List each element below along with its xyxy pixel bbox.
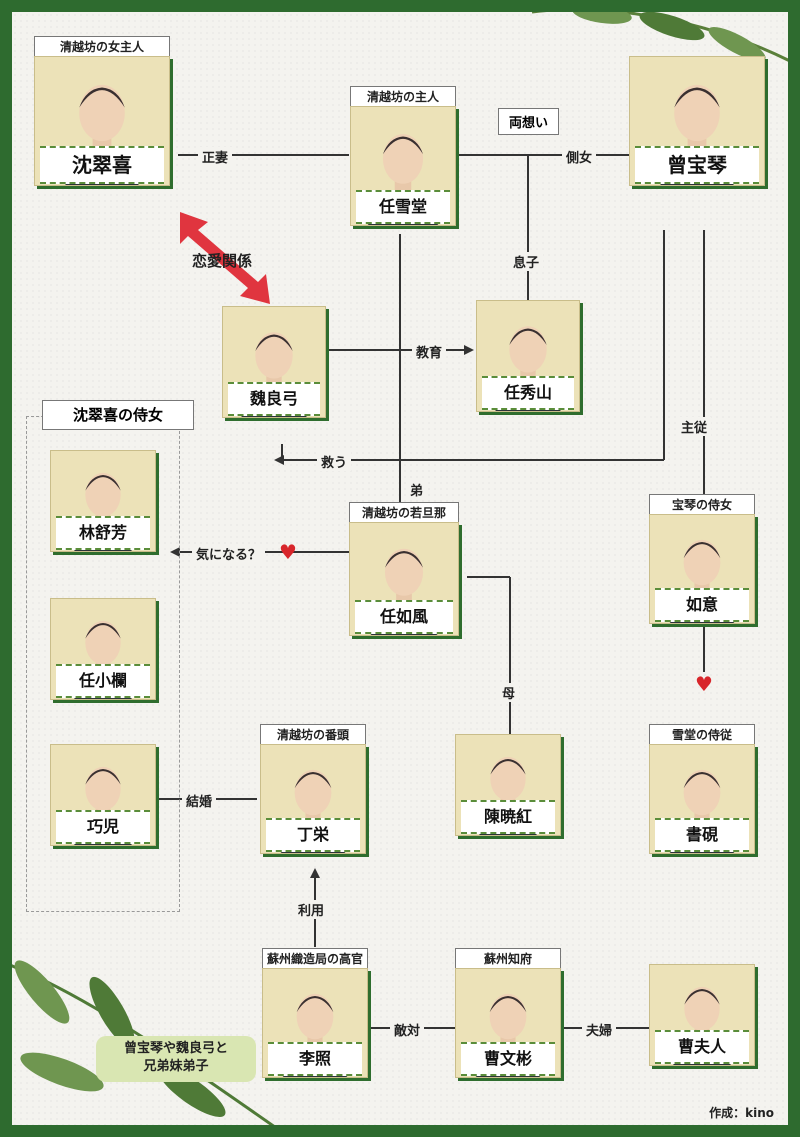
character-name: 巧児 [56, 810, 150, 844]
character-name: 任雪堂 [356, 190, 450, 224]
heart-icon-ruyi: ♥ [695, 672, 713, 696]
character-name: 沈翠喜 [40, 146, 164, 184]
chart-frame: 沈翠喜の侍女 正妻 側女 両想い 恋愛関係 息子 教育 救う 主従 弟 気になる… [12, 12, 788, 1125]
character-name: 任如風 [355, 600, 453, 634]
person-card-chen: 陳暁紅 [455, 734, 561, 842]
label-shujuu: 主従 [677, 417, 712, 436]
label-riyou: 利用 [294, 900, 329, 919]
role-label: 蘇州知府 [455, 948, 561, 970]
character-name: 曹文彬 [461, 1042, 555, 1076]
character-name: 林舒芳 [56, 516, 150, 550]
label-renai: 恋愛関係 [192, 252, 253, 270]
role-label: 清越坊の番頭 [260, 724, 366, 746]
character-name: 魏良弓 [228, 382, 320, 416]
person-card-ruyi: 宝琴の侍女如意 [649, 494, 755, 630]
person-card-ren-xiaolan: 任小欄 [50, 598, 156, 706]
person-card-zeng: 曾宝琴 [629, 56, 765, 192]
label-sokujo: 側女 [562, 147, 597, 166]
role-label: 宝琴の侍女 [649, 494, 755, 516]
label-kininaru: 気になる？ [192, 544, 266, 563]
person-card-ren-xuetang: 清越坊の主人任雪堂 [350, 86, 456, 232]
label-sukuu: 救う [317, 452, 352, 471]
character-name: 任秀山 [482, 376, 574, 410]
credit-text: 作成：kino [709, 1106, 774, 1120]
character-name: 書硯 [655, 818, 749, 852]
character-name: 曹夫人 [655, 1030, 749, 1064]
leaf-decoration-bottom-left [12, 960, 275, 1125]
character-name: 曾宝琴 [635, 146, 759, 184]
character-name: 陳暁紅 [461, 800, 555, 834]
role-label: 清越坊の主人 [350, 86, 456, 108]
maid-group-title: 沈翠喜の侍女 [42, 400, 194, 430]
character-name: 丁栄 [266, 818, 360, 852]
role-label: 清越坊の若旦那 [349, 502, 459, 524]
person-card-lin: 林舒芳 [50, 450, 156, 558]
label-haha: 母 [498, 683, 520, 702]
person-card-qiaoer: 巧児 [50, 744, 156, 852]
character-name: 李照 [268, 1042, 362, 1076]
person-card-wei: 魏良弓 [222, 306, 326, 424]
label-fuufu: 夫婦 [582, 1020, 617, 1039]
person-card-shen: 清越坊の女主人沈翠喜 [34, 36, 170, 192]
note-bubble: 曾宝琴や魏良弓と 兄弟妹弟子 [96, 1036, 256, 1082]
person-card-cao: 蘇州知府曹文彬 [455, 948, 561, 1084]
label-otouto: 弟 [406, 480, 428, 499]
person-card-ren-rufeng: 清越坊の若旦那任如風 [349, 502, 459, 642]
label-musuko: 息子 [509, 252, 544, 271]
person-card-ren-xiushan: 任秀山 [476, 300, 580, 418]
person-card-li: 蘇州織造局の高官李照 [262, 948, 368, 1084]
label-ryouomoi: 両想い [498, 108, 560, 135]
character-name: 任小欄 [56, 664, 150, 698]
person-card-caofuren: 曹夫人 [649, 964, 755, 1072]
role-label: 清越坊の女主人 [34, 36, 170, 58]
role-label: 蘇州織造局の高官 [262, 948, 368, 970]
role-label: 雪堂の侍従 [649, 724, 755, 746]
label-kekkon: 結婚 [182, 791, 217, 810]
heart-icon-kininaru: ♥ [279, 540, 297, 564]
label-tekitai: 敵対 [390, 1020, 425, 1039]
label-kyouiku: 教育 [412, 342, 447, 361]
character-name: 如意 [655, 588, 749, 622]
person-card-shuyan: 雪堂の侍従書硯 [649, 724, 755, 860]
person-card-ding: 清越坊の番頭丁栄 [260, 724, 366, 860]
love-arrow [180, 212, 270, 304]
leaf-decoration-top-right [532, 12, 788, 62]
label-seisai: 正妻 [198, 147, 233, 166]
